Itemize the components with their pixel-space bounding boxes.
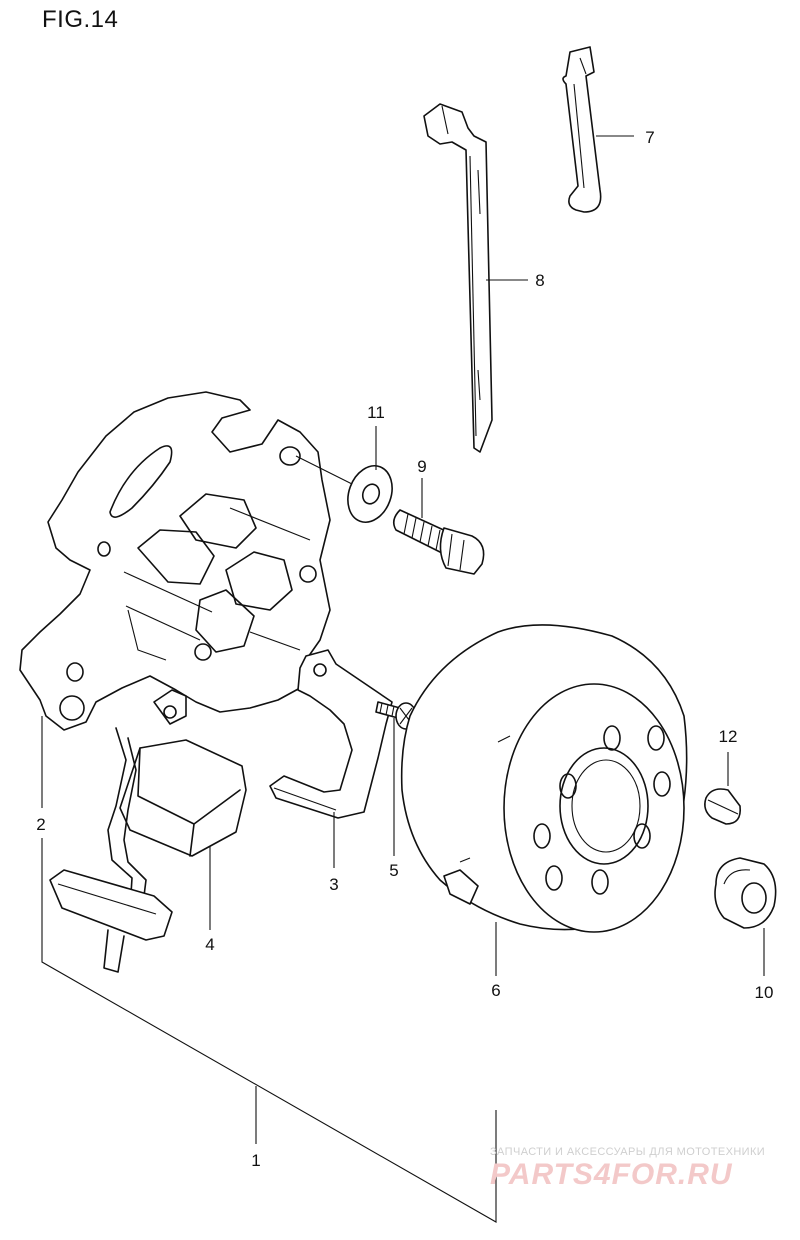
clamp-drawing (562, 46, 602, 213)
leader-lines (41, 135, 765, 1223)
part-label-11: 11 (367, 403, 385, 422)
part-label-3: 3 (329, 875, 338, 894)
part-label-9: 9 (417, 457, 426, 476)
flywheel-rotor-drawing (400, 624, 688, 933)
part-label-2: 2 (36, 815, 45, 834)
watermark-tagline: ЗАПЧАСТИ И АКСЕССУАРЫ ДЛЯ МОТОТЕХНИКИ (490, 1146, 766, 1158)
figure-title: FIG.14 (42, 6, 119, 33)
watermark-logo: PARTS4FOR.RU (490, 1158, 733, 1191)
part-label-7: 7 (645, 128, 654, 147)
part-label-6: 6 (491, 981, 500, 1000)
nut-drawing (714, 857, 777, 929)
part-label-10: 10 (755, 983, 774, 1002)
part-label-4: 4 (205, 935, 214, 954)
key-drawing (704, 788, 742, 825)
stator-base-drawing (19, 391, 331, 731)
part-label-12: 12 (719, 727, 738, 746)
washer-drawing (347, 465, 393, 523)
part-label-1: 1 (251, 1151, 260, 1170)
part-label-8: 8 (535, 271, 544, 290)
bolt-drawing (392, 509, 485, 575)
part-label-5: 5 (389, 861, 398, 880)
pickup-coil-drawing (49, 689, 247, 973)
cable-tie-drawing (423, 103, 493, 453)
